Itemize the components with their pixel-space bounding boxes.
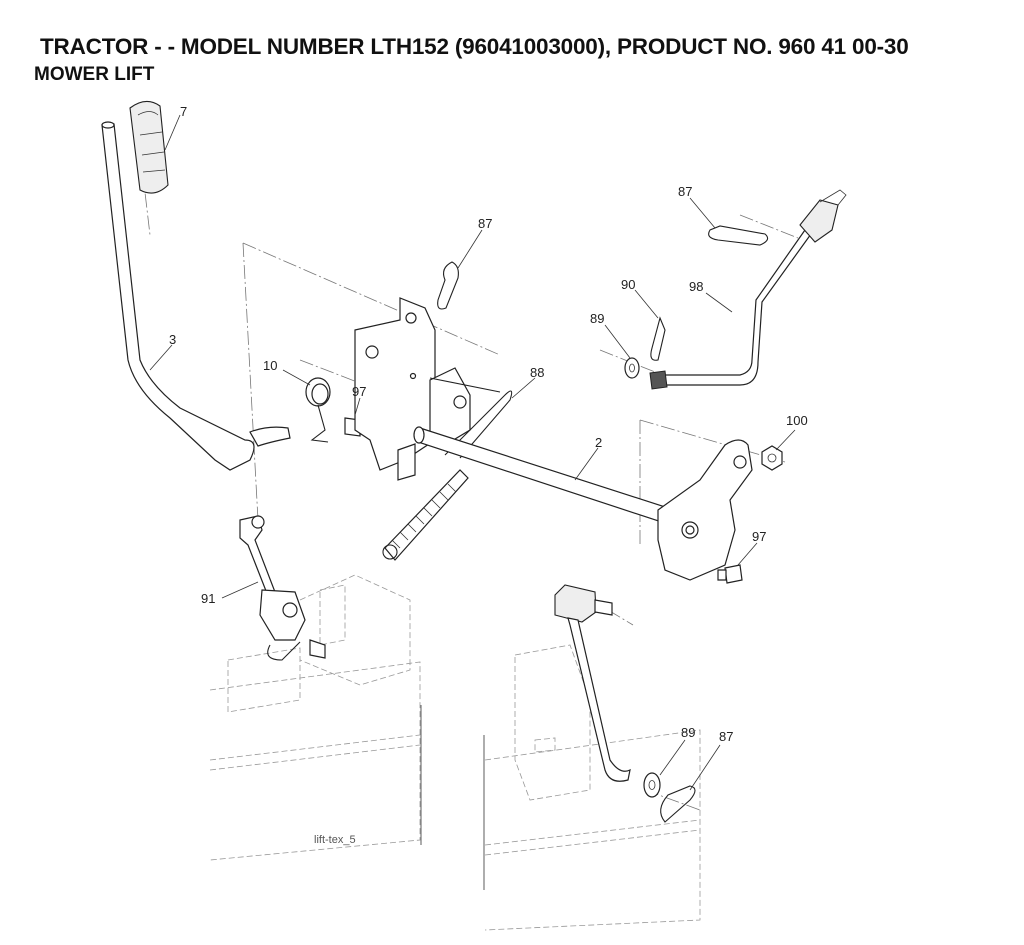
hairpin-87-lower bbox=[660, 785, 696, 823]
callout-3: 3 bbox=[169, 332, 176, 347]
hairpin-87-center bbox=[437, 261, 459, 310]
spring-link-88 bbox=[429, 377, 513, 459]
page-title: TRACTOR - - MODEL NUMBER LTH152 (9604100… bbox=[40, 34, 909, 59]
callout-90: 90 bbox=[621, 277, 635, 292]
callout-2: 2 bbox=[595, 435, 602, 450]
deck-phantom-right bbox=[483, 644, 701, 931]
callout-97: 97 bbox=[352, 384, 366, 399]
callout-88: 88 bbox=[530, 365, 544, 380]
nut-100 bbox=[761, 445, 783, 471]
callout-100: 100 bbox=[786, 413, 808, 428]
bolt-97-lower bbox=[717, 564, 743, 584]
deck-phantom-left bbox=[209, 574, 422, 861]
lower-lift-link bbox=[554, 584, 631, 782]
hairpin-87-right bbox=[708, 225, 769, 246]
handle-grip-7 bbox=[129, 100, 169, 194]
right-lift-arm bbox=[657, 439, 753, 581]
leader-lines bbox=[149, 114, 796, 791]
callout-labels: 7 3 87 87 90 98 89 10 97 88 2 100 97 91 … bbox=[169, 104, 808, 846]
lift-lever-rod-3 bbox=[101, 121, 291, 471]
torsion-spring-10 bbox=[305, 377, 331, 443]
callout-87: 87 bbox=[678, 184, 692, 199]
callout-7: 7 bbox=[180, 104, 187, 119]
callout-91: 91 bbox=[201, 591, 215, 606]
callout-87: 87 bbox=[478, 216, 492, 231]
washer-89-lower bbox=[643, 772, 661, 798]
washer-89-upper bbox=[624, 357, 640, 379]
hairpin-clip-90 bbox=[650, 316, 666, 361]
callout-87: 87 bbox=[719, 729, 733, 744]
extension-spring bbox=[382, 469, 469, 561]
section-subtitle: MOWER LIFT bbox=[34, 64, 155, 85]
lift-link-91 bbox=[239, 515, 326, 661]
callout-98: 98 bbox=[689, 279, 703, 294]
figure-id: lift-tex_5 bbox=[314, 834, 356, 846]
callout-89: 89 bbox=[681, 725, 695, 740]
callout-10: 10 bbox=[263, 358, 277, 373]
callout-97: 97 bbox=[752, 529, 766, 544]
adjust-rod-98 bbox=[649, 189, 847, 390]
left-bracket bbox=[354, 297, 471, 481]
callout-89: 89 bbox=[590, 311, 604, 326]
